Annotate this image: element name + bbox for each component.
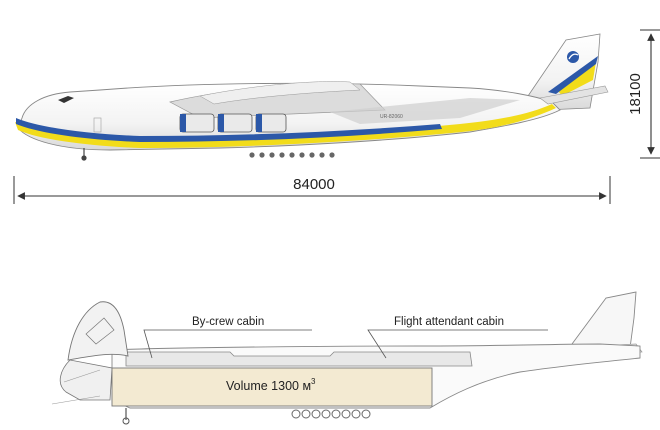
nose-wheel xyxy=(81,155,87,161)
wing-top xyxy=(199,81,361,105)
cockpit-window xyxy=(58,96,74,103)
cargo-hold xyxy=(111,367,433,407)
cargo-volume-label: Volume 1300 м3 xyxy=(226,377,316,393)
engine-row xyxy=(179,113,287,133)
antonov-logo-icon xyxy=(567,51,579,63)
length-dimension: 84000 xyxy=(13,176,611,204)
flight-attendant-cabin-leader xyxy=(367,329,548,359)
tail-stripe-blue xyxy=(548,56,598,94)
height-dimension: 18100 xyxy=(627,29,660,159)
length-value: 84000 xyxy=(293,176,335,193)
cutaway-tail-fin xyxy=(571,291,637,349)
cutaway-view: Volume 1300 м3 By-crew cabin Flight atte… xyxy=(51,291,643,425)
horizontal-stabilizer xyxy=(539,85,609,105)
livery-stripe-yellow xyxy=(15,104,556,148)
by-crew-cabin-leader xyxy=(143,329,312,359)
open-nose-visor xyxy=(67,301,129,361)
side-view-aircraft: UR-82060 xyxy=(15,33,609,161)
height-value: 18100 xyxy=(627,73,644,115)
entry-door xyxy=(93,117,102,133)
flight-attendant-cabin-label: Flight attendant cabin xyxy=(394,316,504,328)
main-landing-gear xyxy=(249,152,335,158)
by-crew-cabin-area xyxy=(125,351,473,367)
cutaway-main-gear xyxy=(291,409,371,419)
cutaway-nose-wheel xyxy=(122,417,130,425)
livery-stripe-blue xyxy=(16,118,442,142)
by-crew-cabin-label: By-crew cabin xyxy=(192,316,264,328)
registration-text: UR-82060 xyxy=(380,114,403,120)
